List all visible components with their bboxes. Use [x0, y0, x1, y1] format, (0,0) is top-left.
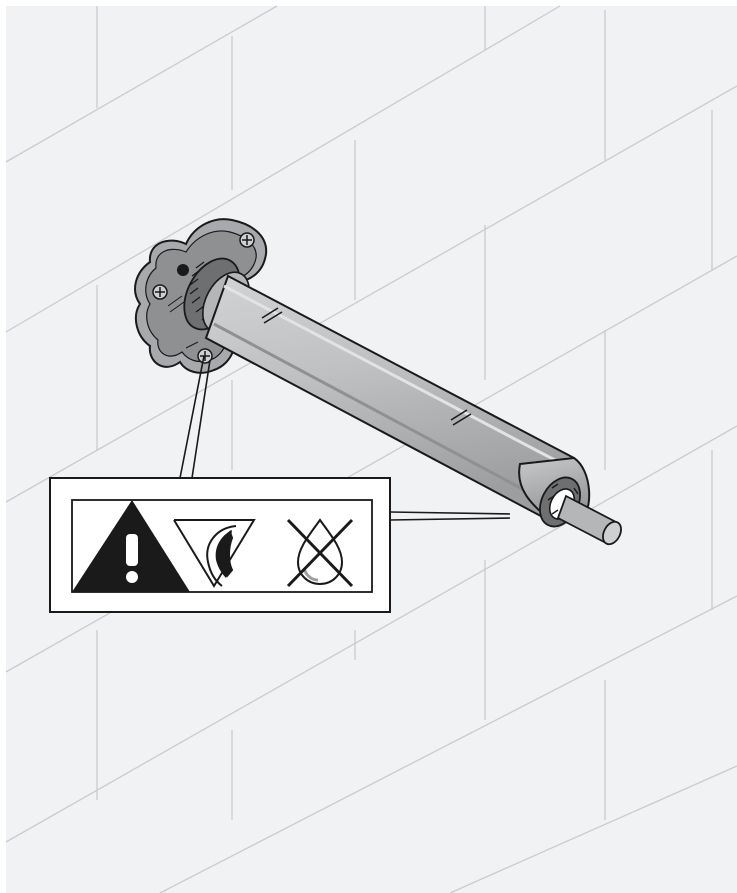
wall-brick-lines: [5, 5, 737, 893]
wall-background: [6, 6, 737, 893]
bracket-screw-icon: [152, 232, 255, 364]
brand-mark-icon: [261, 307, 472, 426]
no-water-icon: [286, 518, 354, 588]
eye-inspection-icon: [173, 519, 256, 588]
warning-callout: [49, 477, 391, 613]
output-shaft: [556, 494, 622, 546]
warning-triangle-icon: [72, 500, 190, 592]
callout-leader-lines: [179, 355, 511, 521]
